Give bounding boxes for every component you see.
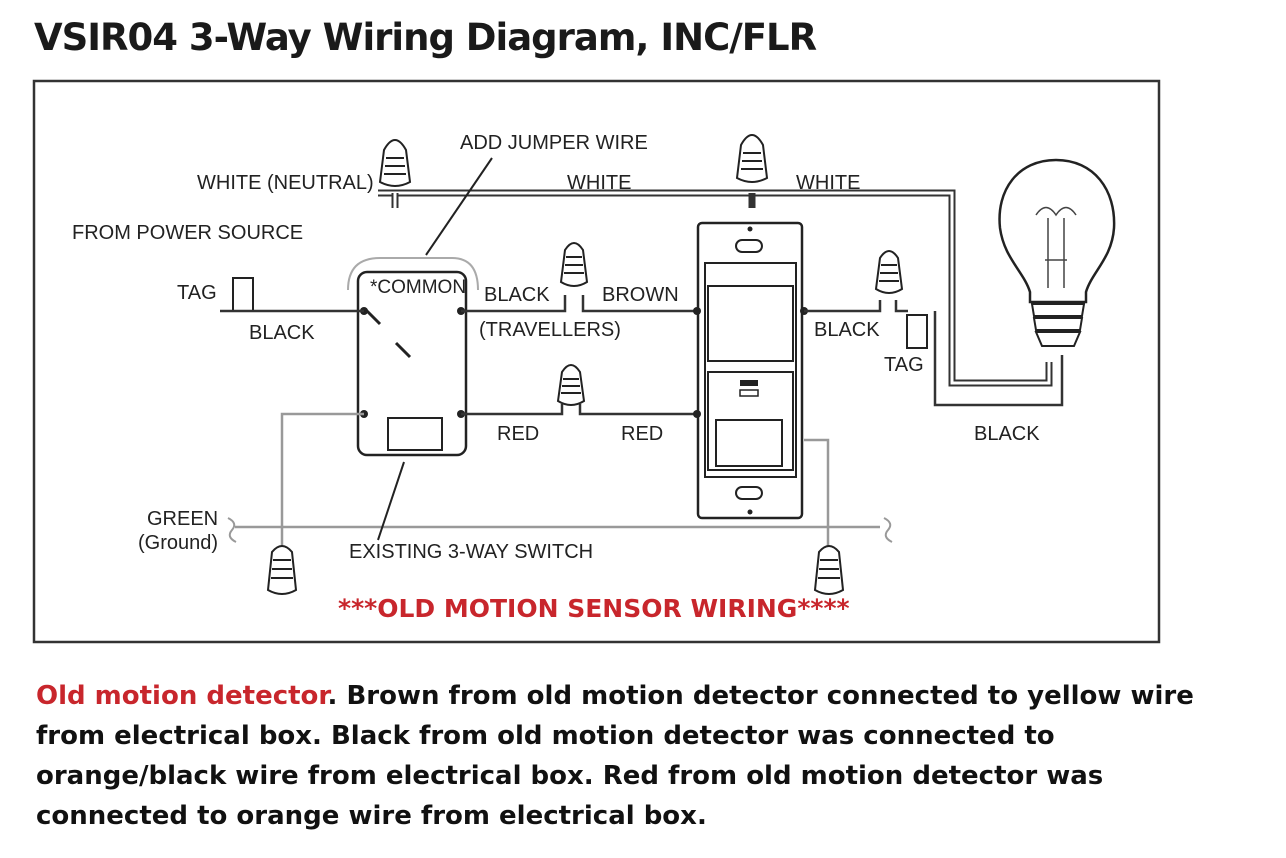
wire-nut-ground-right <box>813 545 845 595</box>
wiring-note: Old motion detector. Brown from old moti… <box>36 676 1236 836</box>
label-brown: BROWN <box>602 284 679 306</box>
tag-left-marker <box>232 277 254 312</box>
old-motion-sensor-warning: ***OLD MOTION SENSOR WIRING**** <box>338 594 850 623</box>
label-black-right: BLACK <box>814 319 880 341</box>
black-lamp-wire <box>933 311 1064 407</box>
label-tag-left: TAG <box>177 282 217 304</box>
label-green: GREEN <box>147 508 218 530</box>
label-travellers: (TRAVELLERS) <box>479 319 621 341</box>
wire-nut-neutral-right <box>735 134 769 183</box>
label-add-jumper: ADD JUMPER WIRE <box>460 132 648 154</box>
note-highlight: Old motion detector <box>36 681 328 711</box>
tag-right-marker <box>906 314 928 349</box>
label-black-travellers: BLACK <box>484 284 550 306</box>
switch-leader-line <box>377 461 405 541</box>
motion-sensor-switch <box>693 221 808 520</box>
label-ground: (Ground) <box>138 532 218 554</box>
light-bulb-icon <box>998 158 1116 347</box>
label-red-left: RED <box>497 423 539 445</box>
black-load-wire <box>804 300 908 313</box>
page-title: VSIR04 3-Way Wiring Diagram, INC/FLR <box>34 16 817 59</box>
label-black-left: BLACK <box>249 322 315 344</box>
wire-nut-red <box>556 364 586 406</box>
diagram-frame <box>32 79 1161 644</box>
wire-nut-load <box>874 250 904 294</box>
white-neutral-wire <box>378 189 1053 387</box>
label-red-right: RED <box>621 423 663 445</box>
label-from-power: FROM POWER SOURCE <box>72 222 303 244</box>
label-existing-switch: EXISTING 3-WAY SWITCH <box>349 541 593 563</box>
ground-wire-right <box>804 438 830 547</box>
ground-wire-left <box>235 412 364 547</box>
wire-nut-neutral-left <box>378 139 412 187</box>
label-common: *COMMON <box>370 277 466 298</box>
note-text: . Brown from old motion detector connect… <box>36 681 1194 831</box>
label-white-mid: WHITE <box>567 172 631 194</box>
label-tag-right: TAG <box>884 354 924 376</box>
wire-nut-travellers <box>559 242 589 287</box>
wire-nut-ground-left <box>266 545 298 595</box>
label-black-bottom: BLACK <box>974 423 1040 445</box>
existing-3way-switch <box>347 257 479 457</box>
ground-wire-squiggles <box>227 517 893 543</box>
label-white-right: WHITE <box>796 172 860 194</box>
traveller-bottom-wire <box>461 404 697 416</box>
traveller-top-wire <box>461 295 697 313</box>
jumper-leader-line <box>425 157 493 256</box>
label-white-neutral: WHITE (NEUTRAL) <box>197 172 374 194</box>
